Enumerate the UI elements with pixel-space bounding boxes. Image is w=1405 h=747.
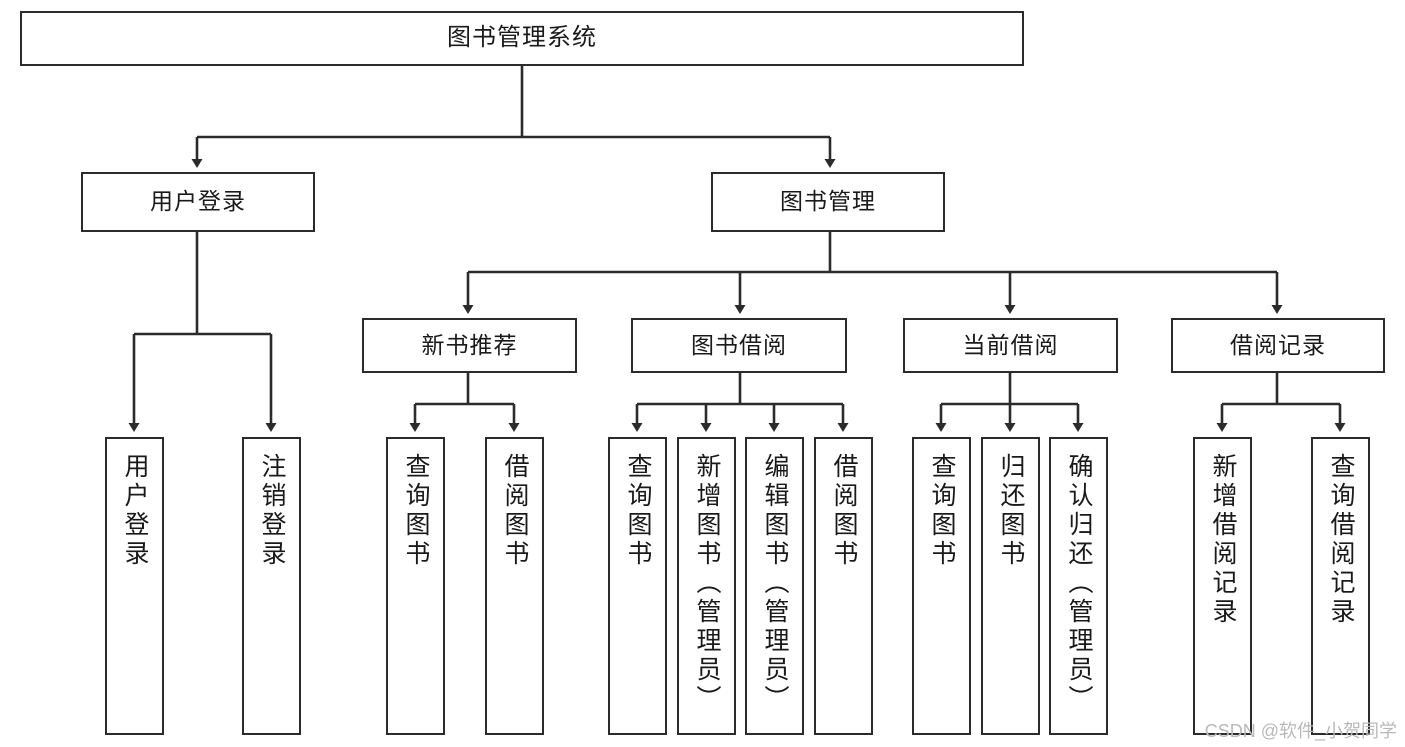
node-label: 查询图书	[624, 453, 652, 569]
node-leaf-logout[interactable]: 注销登录	[242, 437, 301, 735]
node-root-book-management-system[interactable]: 图书管理系统	[20, 11, 1024, 66]
node-leaf-confirm-return-admin[interactable]: 确认归还（管理员）	[1049, 437, 1108, 735]
node-label: 用户登录	[150, 188, 246, 215]
node-book-borrow[interactable]: 图书借阅	[631, 318, 847, 373]
node-label: 当前借阅	[962, 331, 1059, 358]
node-label: 用户登录	[121, 453, 149, 569]
node-label: 新增借阅记录	[1209, 453, 1237, 627]
node-label: 新书推荐	[421, 331, 518, 358]
node-leaf-return-book[interactable]: 归还图书	[981, 437, 1040, 735]
node-leaf-user-login[interactable]: 用户登录	[105, 437, 164, 735]
node-book-management[interactable]: 图书管理	[711, 172, 945, 232]
node-label: 借阅图书	[830, 453, 858, 569]
node-label: 确认归还（管理员）	[1065, 453, 1093, 714]
node-leaf-edit-book-admin[interactable]: 编辑图书（管理员）	[745, 437, 804, 735]
node-leaf-query-book-current[interactable]: 查询图书	[912, 437, 971, 735]
node-label: 借阅记录	[1230, 331, 1326, 358]
node-leaf-borrow-book[interactable]: 借阅图书	[814, 437, 873, 735]
node-leaf-borrow-book-recommend[interactable]: 借阅图书	[485, 437, 544, 735]
node-label: 图书管理	[780, 188, 876, 215]
node-leaf-query-book-borrow[interactable]: 查询图书	[608, 437, 667, 735]
node-leaf-query-borrow-record[interactable]: 查询借阅记录	[1311, 437, 1370, 735]
node-label: 编辑图书（管理员）	[761, 453, 789, 714]
node-borrow-record[interactable]: 借阅记录	[1171, 318, 1385, 373]
node-leaf-add-borrow-record[interactable]: 新增借阅记录	[1193, 437, 1252, 735]
node-label: 新增图书（管理员）	[693, 453, 721, 714]
node-label: 归还图书	[997, 453, 1025, 569]
node-user-login[interactable]: 用户登录	[81, 172, 315, 232]
node-new-book-recommend[interactable]: 新书推荐	[362, 318, 577, 373]
node-leaf-add-book-admin[interactable]: 新增图书（管理员）	[677, 437, 736, 735]
node-label: 查询图书	[402, 453, 430, 569]
node-label: 图书借阅	[691, 331, 787, 358]
node-label: 查询图书	[928, 453, 956, 569]
node-label: 注销登录	[258, 453, 286, 569]
node-label: 借阅图书	[501, 453, 529, 569]
node-label: 查询借阅记录	[1327, 453, 1355, 627]
node-leaf-query-book-recommend[interactable]: 查询图书	[386, 437, 445, 735]
csdn-watermark: CSDN @软件_小贺同学	[1204, 721, 1397, 741]
node-label: 图书管理系统	[447, 24, 597, 52]
node-current-borrow[interactable]: 当前借阅	[903, 318, 1118, 373]
